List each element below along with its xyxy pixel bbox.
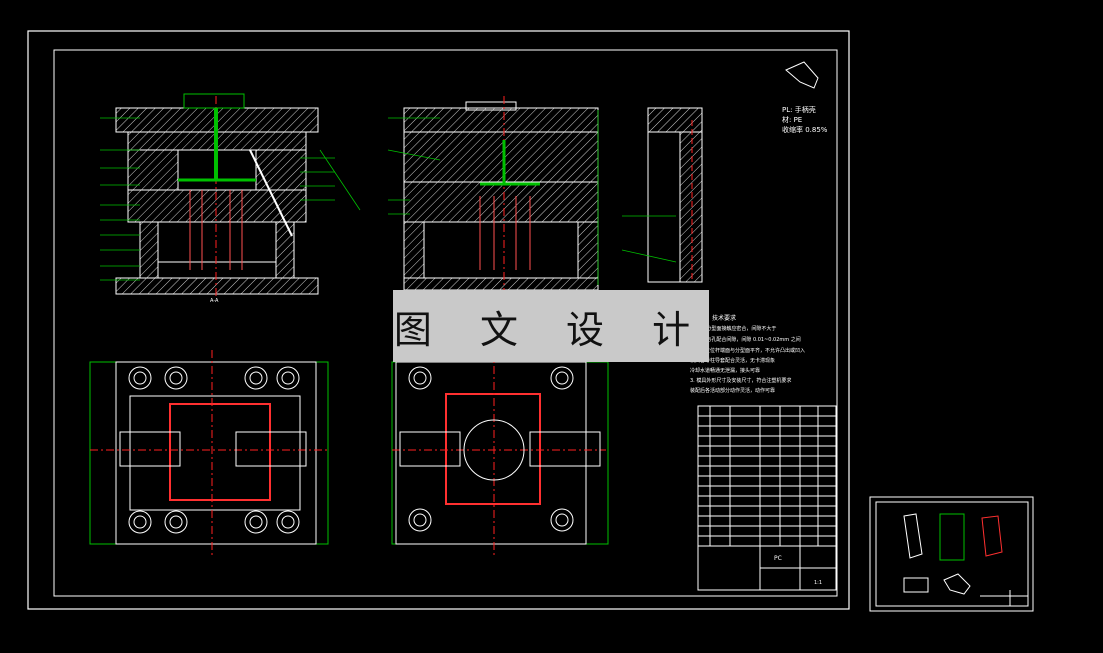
inner-sheet-border: [53, 49, 838, 597]
tech-req-line: 2. 顶杆与孔配合间隙，间隙 0.01~0.02mm 之间: [690, 336, 801, 343]
part-isometric-icon: [785, 61, 819, 89]
tech-req-line: 3. 模具外形尺寸及安装尺寸，符合注塑机要求: [690, 377, 791, 384]
main-section-view: A-A: [100, 93, 361, 304]
watermark-banner: 图 文 设 计: [393, 290, 709, 362]
tech-req-line: 1. 模具分型面接触应密合，间隙不大于: [690, 325, 776, 332]
part-name-label: PL: 手柄壳: [782, 105, 816, 114]
side-section-view: [387, 96, 599, 292]
end-section-view: [621, 107, 703, 283]
title-block-scale: 1:1: [814, 580, 822, 586]
tech-req-line: 推杆、复位杆端面与分型面平齐，不允许凸出或凹入: [690, 347, 805, 354]
moving-half-plan-view: [391, 350, 609, 556]
part-shrink-label: 收缩率 0.85%: [782, 125, 828, 134]
view-label-a: A-A: [210, 298, 219, 304]
part-info: PL: 手柄壳 材: PE 收缩率 0.85%: [782, 61, 828, 134]
part-material-label: 材: PE: [782, 115, 802, 124]
fixed-half-plan-view: [89, 350, 330, 556]
tech-req-line: 冷却水道畅通无泄漏，接头可靠: [690, 367, 760, 374]
tech-req-line: 模具各导柱导套配合灵活，无卡滞现象: [690, 357, 775, 364]
part-detail-sheet: [869, 496, 1034, 612]
tech-req-title: 技术要求: [712, 314, 736, 322]
title-block-material: PC: [774, 555, 782, 562]
parts-list-table: [697, 405, 837, 591]
outer-sheet-border: [27, 30, 850, 610]
tech-req-line: 装配后各活动部分动作灵活，动作可靠: [690, 387, 775, 394]
watermark-text: 图 文 设 计: [393, 307, 709, 352]
tech-requirements: 技术要求 1. 模具分型面接触应密合，间隙不大于 2. 顶杆与孔配合间隙，间隙 …: [690, 314, 805, 394]
